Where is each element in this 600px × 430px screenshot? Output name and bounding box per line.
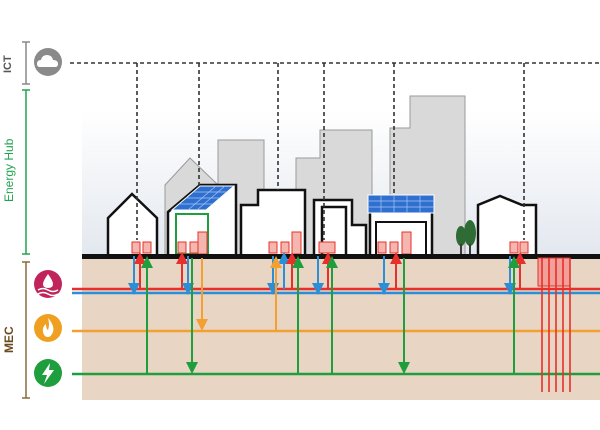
heat-water-icon (34, 270, 62, 298)
gas-connections (196, 256, 282, 331)
lightning-icon (34, 359, 62, 387)
ground-surface-line (82, 254, 600, 259)
heat-connections (128, 252, 526, 295)
ict-network-lines (70, 62, 600, 240)
electricity-connections (141, 256, 520, 374)
ict-bracket (22, 41, 30, 85)
energy-units (131, 231, 529, 255)
mec-label: MEC (2, 326, 16, 354)
energy-hub-label: Energy Hub (2, 138, 16, 202)
energy-hub-bracket (22, 89, 30, 255)
mec-bracket (22, 261, 30, 399)
flame-icon (34, 314, 62, 342)
trees (456, 220, 476, 256)
ground-background (82, 258, 600, 400)
cloud-icon (34, 48, 62, 76)
solar-panels (170, 185, 435, 214)
geothermal-boreholes (537, 257, 571, 392)
ict-label: ICT (2, 55, 14, 73)
